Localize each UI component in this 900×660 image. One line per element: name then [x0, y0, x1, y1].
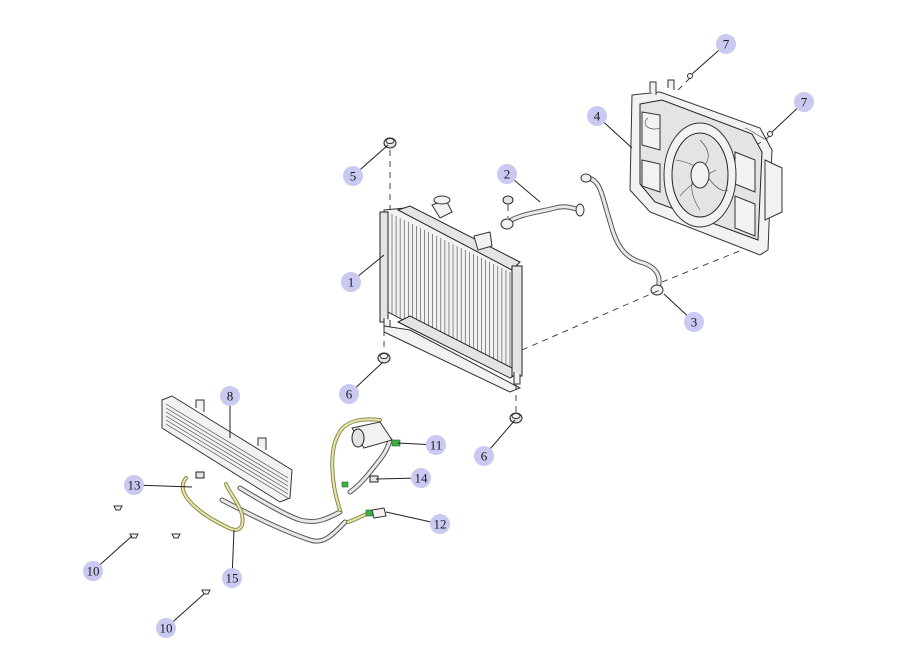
- callout-11-label: 11: [430, 438, 443, 453]
- callout-15-label: 15: [226, 571, 239, 586]
- callout-5-label: 5: [350, 169, 357, 184]
- callout-3-label: 3: [691, 315, 698, 330]
- callout-1-label: 1: [348, 275, 355, 290]
- oil-cooler-fin: [165, 415, 289, 491]
- alignment-lines: [383, 77, 771, 412]
- radiator-core-fins: [391, 214, 511, 372]
- callout-6-right-label: 6: [481, 449, 488, 464]
- callout-7-top-label: 7: [723, 37, 730, 52]
- oil-cooler-fin: [165, 407, 289, 483]
- callout-1: 1: [341, 272, 361, 292]
- lower-radiator-hose: [580, 173, 664, 296]
- callout-4: 4: [587, 106, 607, 126]
- callout-5: 5: [343, 166, 363, 186]
- callout-7-top: 7: [716, 34, 736, 54]
- callout-6-right: 6: [474, 446, 494, 466]
- bolt-10-d: [201, 589, 211, 595]
- oil-cooler-fin: [165, 423, 289, 499]
- callout-14: 14: [411, 468, 431, 488]
- callout-4-label: 4: [594, 109, 601, 124]
- transmission-oil-cooler: [161, 395, 293, 503]
- bolt-10-b: [129, 533, 139, 539]
- callout-11: 11: [426, 435, 446, 455]
- callout-10-upper-label: 10: [87, 564, 100, 579]
- callout-2-label: 2: [504, 167, 511, 182]
- bushing-bottom-left: [377, 352, 391, 364]
- callout-15: 15: [222, 568, 242, 588]
- callout-10-upper: 10: [83, 561, 103, 581]
- callout-13: 13: [124, 475, 144, 495]
- callout-12: 12: [430, 514, 450, 534]
- bolt-top: [687, 73, 693, 79]
- callout-12-label: 12: [434, 517, 447, 532]
- callout-10-lower: 10: [156, 618, 176, 638]
- callout-6-left: 6: [339, 384, 359, 404]
- oil-cooler-fin: [165, 419, 289, 495]
- bushing-bottom-right: [509, 412, 523, 424]
- bolt-10-c: [171, 533, 181, 539]
- hose-bushing: [502, 195, 514, 205]
- callout-10-lower-label: 10: [160, 621, 173, 636]
- callout-14-label: 14: [415, 471, 429, 486]
- callout-6-left-label: 6: [346, 387, 353, 402]
- oil-cooler-lines: [180, 417, 401, 544]
- callout-8-label: 8: [227, 389, 234, 404]
- fan-shroud-assembly: [629, 79, 783, 256]
- radiator: [379, 195, 523, 393]
- oil-cooler-fin: [165, 411, 289, 487]
- bolt-right: [767, 131, 773, 137]
- callout-7-right: 7: [794, 92, 814, 112]
- oil-cooler-fins: [165, 403, 289, 499]
- callout-8: 8: [220, 386, 240, 406]
- callout-2: 2: [497, 164, 517, 184]
- bolt-10-a: [113, 505, 123, 511]
- oil-cooler-fin: [165, 403, 289, 479]
- callout-13-label: 13: [128, 478, 141, 493]
- callout-3: 3: [684, 312, 704, 332]
- callout-7-right-label: 7: [801, 95, 808, 110]
- upper-radiator-hose: [500, 203, 585, 230]
